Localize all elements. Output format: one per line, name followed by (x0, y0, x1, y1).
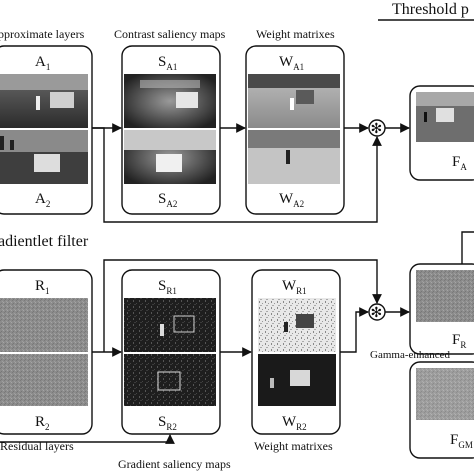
svg-text:SA2: SA2 (158, 191, 177, 209)
image-sr2 (124, 354, 216, 406)
image-r1 (0, 298, 88, 352)
svg-text:WR2: WR2 (282, 414, 307, 432)
gradientlet-label: adientlet filter (0, 233, 89, 250)
image-r2 (0, 354, 88, 406)
svg-text:SR1: SR1 (158, 278, 177, 296)
image-a1 (0, 74, 88, 128)
label-wr1: WR1 (282, 278, 307, 296)
threshold-title: Threshold p (392, 1, 469, 18)
multiply-symbol-bottom: ✻ (371, 306, 383, 321)
contrast-maps-label: Contrast saliency maps (114, 27, 226, 41)
label-a2: A2 (35, 191, 50, 209)
svg-text:R2: R2 (35, 414, 50, 432)
arrow-right-edge-connector (461, 231, 474, 264)
image-a2 (0, 130, 88, 184)
approx-layers-label: pproximate layers (0, 27, 85, 41)
svg-text:R1: R1 (35, 278, 50, 296)
label-sr1: SR1 (158, 278, 177, 296)
weight-matrixes-bottom-label: Weight matrixes (254, 439, 333, 453)
image-sa1 (124, 74, 216, 128)
residual-layers-label: Residual layers (0, 439, 74, 453)
svg-text:A1: A1 (35, 54, 50, 72)
svg-text:A2: A2 (35, 191, 50, 209)
image-fa (416, 92, 474, 142)
label-fa: FA (452, 154, 467, 172)
label-sa2: SA2 (158, 191, 177, 209)
svg-text:WA2: WA2 (279, 191, 304, 209)
svg-text:WA1: WA1 (279, 54, 304, 72)
svg-text:WR1: WR1 (282, 278, 307, 296)
gamma-label: Gamma-enhanced (370, 349, 451, 361)
label-a1: A1 (35, 54, 50, 72)
label-sr2: SR2 (158, 414, 177, 432)
svg-text:SA1: SA1 (158, 54, 177, 72)
arrow-residual-to-gradient-bottom (0, 434, 175, 444)
image-sa2 (124, 130, 216, 184)
label-wa2: WA2 (279, 191, 304, 209)
label-wa1: WA1 (279, 54, 304, 72)
svg-text:FGM: FGM (450, 432, 473, 450)
label-r2: R2 (35, 414, 50, 432)
svg-text:FA: FA (452, 154, 467, 172)
multiply-symbol-top: ✻ (371, 122, 383, 137)
image-fr (416, 270, 474, 322)
label-fgm: FGM (450, 432, 473, 450)
label-r1: R1 (35, 278, 50, 296)
image-wa2 (248, 130, 340, 184)
image-wa1 (248, 74, 340, 128)
arrow-approx-bypass-top (92, 127, 382, 223)
image-wr2 (258, 354, 336, 406)
label-sa1: SA1 (158, 54, 177, 72)
svg-text:SR2: SR2 (158, 414, 177, 432)
svg-text:FR: FR (452, 332, 466, 350)
arrow-weight-to-mult-bottom (340, 307, 369, 353)
arrow-residual-bypass-bottom (103, 259, 382, 352)
weight-matrixes-top-label: Weight matrixes (256, 27, 335, 41)
image-wr1 (258, 298, 336, 352)
gradient-maps-label: Gradient saliency maps (118, 457, 231, 471)
image-fgm (416, 368, 474, 420)
image-sr1 (124, 298, 216, 352)
label-fr: FR (452, 332, 466, 350)
label-wr2: WR2 (282, 414, 307, 432)
